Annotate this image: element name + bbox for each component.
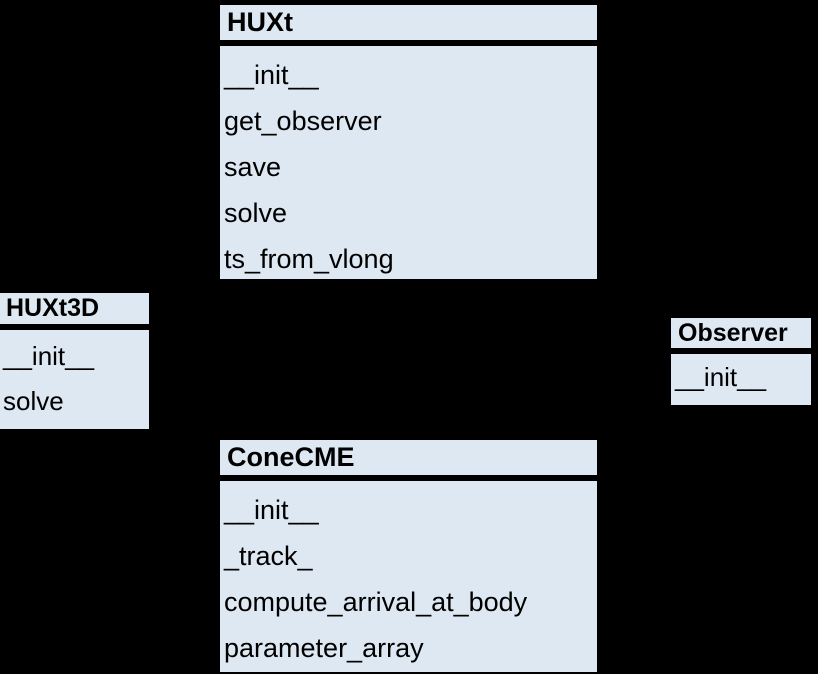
method-item: __init__ — [675, 362, 767, 392]
class-box-huxt[interactable]: HUXt __init__ get_observer save solve ts… — [217, 2, 600, 282]
class-box-observer[interactable]: Observer __init__ — [668, 315, 814, 408]
class-header-observer: Observer — [671, 318, 811, 354]
method-item: solve — [224, 198, 288, 228]
class-methods-huxt3d: __init__ solve — [0, 330, 149, 429]
method-item: _track_ — [224, 541, 313, 571]
class-header-huxt: HUXt — [220, 5, 597, 46]
class-methods-observer: __init__ — [671, 354, 811, 405]
class-box-conecme[interactable]: ConeCME __init__ _track_ compute_arrival… — [217, 437, 600, 674]
class-header-conecme: ConeCME — [220, 440, 597, 481]
method-item: __init__ — [3, 341, 95, 371]
method-item: parameter_array — [224, 633, 424, 663]
method-item: compute_arrival_at_body — [224, 587, 528, 617]
class-box-huxt3d[interactable]: HUXt3D __init__ solve — [0, 290, 152, 432]
class-methods-conecme: __init__ _track_ compute_arrival_at_body… — [220, 481, 597, 672]
method-item: get_observer — [224, 106, 382, 136]
class-methods-huxt: __init__ get_observer save solve ts_from… — [220, 46, 597, 279]
class-header-huxt3d: HUXt3D — [0, 293, 149, 330]
method-item: __init__ — [224, 60, 319, 90]
method-item: ts_from_vlong — [224, 244, 394, 274]
method-item: solve — [3, 386, 64, 416]
method-item: save — [224, 152, 282, 182]
method-item: __init__ — [224, 495, 319, 525]
